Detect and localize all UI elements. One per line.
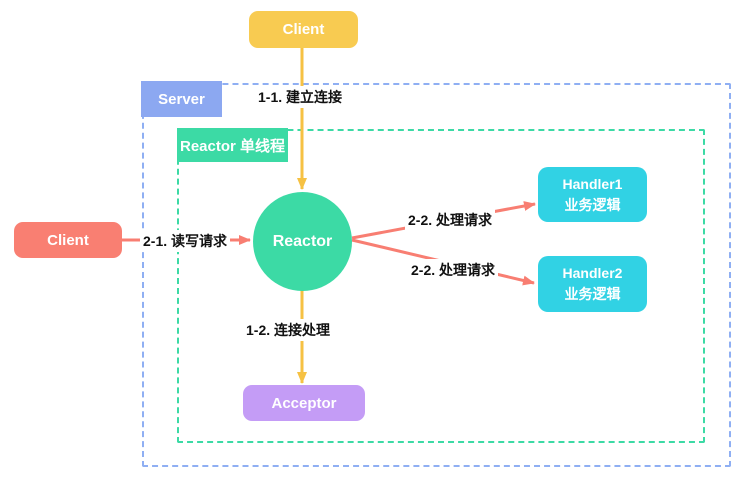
edge-label-handle-request-1: 2-2. 处理请求 [405,209,496,231]
client-top-label: Client [282,21,325,38]
node-handler2: Handler2 业务逻辑 [538,256,647,312]
node-client-left: Client [14,222,122,258]
node-client-top: Client [249,11,358,48]
server-container-border [142,83,731,467]
edge-label-handle-request-2: 2-2. 处理请求 [408,259,499,281]
edge-label-read-write-request: 2-1. 读写请求 [140,230,231,252]
edge-label-connection-handling: 1-2. 连接处理 [243,319,334,341]
reactor-thread-label-text: Reactor 单线程 [179,137,286,155]
reactor-thread-container-label: Reactor 单线程 [177,128,288,162]
node-handler1: Handler1 业务逻辑 [538,167,647,222]
server-container-label: Server [141,81,222,117]
client-left-label: Client [47,231,89,249]
handler2-title: Handler2 [562,265,623,281]
reactor-thread-container-border [177,129,705,443]
edge-label-establish-connection: 1-1. 建立连接 [255,86,346,108]
handler2-subtitle: 业务逻辑 [564,286,621,302]
acceptor-label: Acceptor [271,394,337,412]
handler1-subtitle: 业务逻辑 [564,196,621,213]
handler1-title: Handler1 [562,175,623,192]
reactor-label: Reactor [272,232,333,250]
server-label-text: Server [158,90,205,108]
node-acceptor: Acceptor [243,385,365,421]
node-reactor: Reactor [253,192,352,291]
